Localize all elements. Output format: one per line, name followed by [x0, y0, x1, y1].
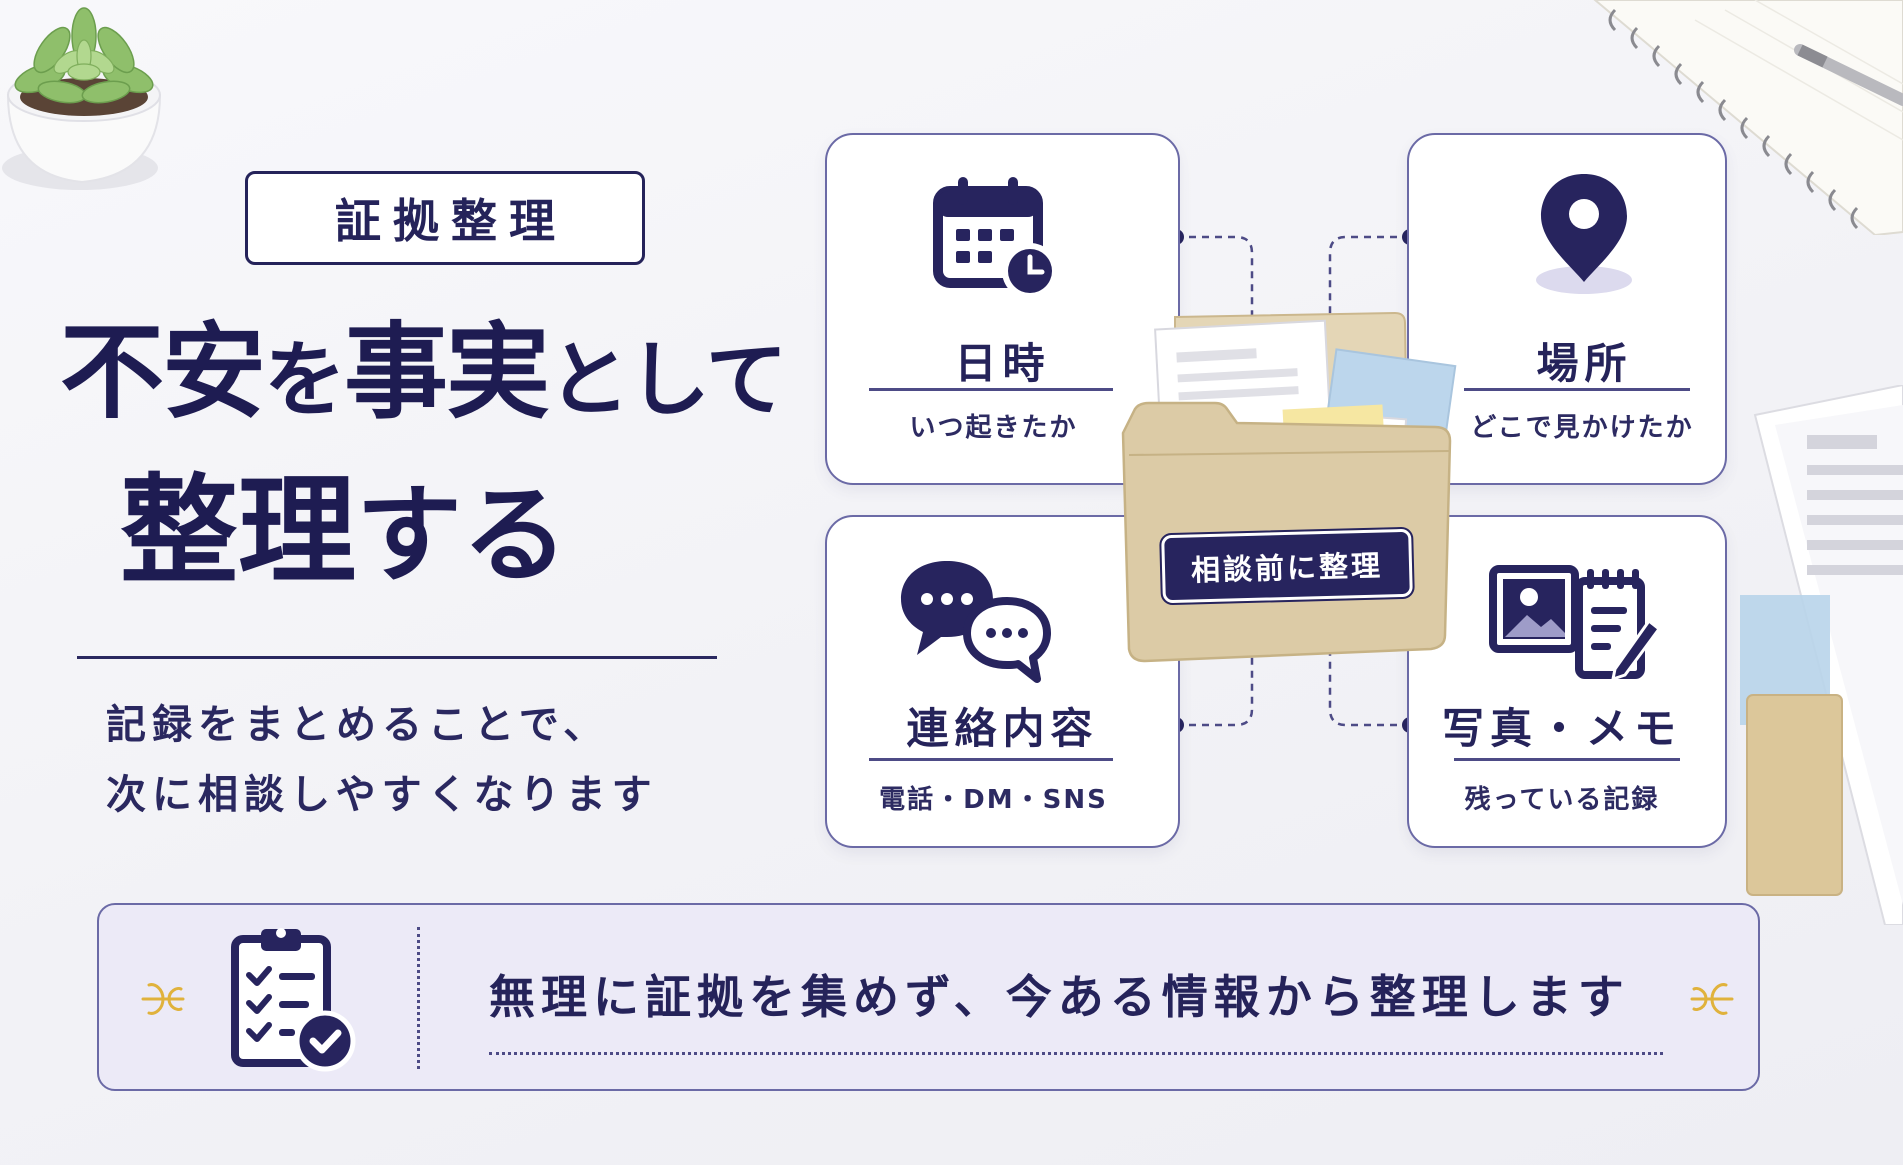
topic-badge: 証拠整理	[245, 171, 645, 265]
succulent-plant-decoration	[2, 7, 162, 190]
headline-word-organize: 整理	[120, 462, 357, 600]
headline-word-anxiety: 不安	[60, 311, 266, 433]
photo-memo-icon	[1489, 565, 1659, 682]
map-pin-icon	[1536, 174, 1632, 294]
card-place-subtitle: どこで見かけたか	[1470, 413, 1694, 443]
topic-badge-label: 証拠整理	[335, 194, 567, 248]
main-headline: 不安を事実として 整理する	[60, 320, 820, 590]
card-contact-divider	[869, 758, 1113, 761]
banner-text: 無理に証拠を集めず、今ある情報から整理します	[489, 970, 1630, 1024]
headline-particle-wo: を	[264, 333, 346, 428]
card-place: 場所 どこで見かけたか	[1407, 133, 1727, 485]
folder-label: 相談前に整理	[1159, 526, 1415, 606]
sparkle-ornament-icon	[141, 983, 185, 1015]
card-contact-title: 連絡内容	[906, 704, 1099, 753]
sparkle-ornament-icon	[1690, 983, 1734, 1015]
subtext-line-1: 記録をまとめることで、	[106, 702, 610, 748]
card-datetime-divider	[869, 388, 1113, 391]
headline-line-2: 整理する	[60, 472, 820, 590]
card-datetime-title: 日時	[954, 339, 1051, 388]
banner-vertical-divider	[417, 927, 420, 1069]
banner-dotted-underline	[489, 1052, 1663, 1055]
card-photo-divider	[1454, 758, 1680, 761]
card-photo-subtitle: 残っている記録	[1464, 785, 1660, 815]
spiral-notebook-decoration	[1593, 0, 1903, 235]
note-banner: 無理に証拠を集めず、今ある情報から整理します	[97, 903, 1760, 1091]
calendar-clock-icon	[933, 177, 1058, 299]
clipboard-check-icon	[231, 928, 356, 1072]
stacked-papers-decoration	[1740, 385, 1903, 925]
chat-bubbles-icon	[901, 561, 1051, 683]
subtext: 記録をまとめることで、 次に相談しやすくなります	[106, 690, 726, 830]
card-photo: 写真・メモ 残っている記録	[1407, 515, 1727, 848]
headline-particle-toshite: として	[548, 333, 788, 428]
card-datetime: 日時 いつ起きたか	[825, 133, 1180, 485]
folder-label-text: 相談前に整理	[1190, 548, 1384, 588]
card-contact-subtitle: 電話・DM・SNS	[879, 785, 1108, 815]
document-folder-icon	[1121, 311, 1457, 663]
headline-line-1: 不安を事実として	[60, 320, 820, 424]
card-datetime-subtitle: いつ起きたか	[909, 413, 1078, 443]
headline-divider	[77, 656, 717, 659]
card-place-divider	[1464, 388, 1690, 391]
headline-verb-suru: する	[356, 474, 569, 597]
subtext-line-2: 次に相談しやすくなります	[106, 772, 658, 818]
card-photo-title: 写真・メモ	[1441, 704, 1682, 753]
card-place-title: 場所	[1536, 339, 1633, 388]
card-contact: 連絡内容 電話・DM・SNS	[825, 515, 1180, 848]
headline-word-fact: 事実	[344, 311, 550, 433]
